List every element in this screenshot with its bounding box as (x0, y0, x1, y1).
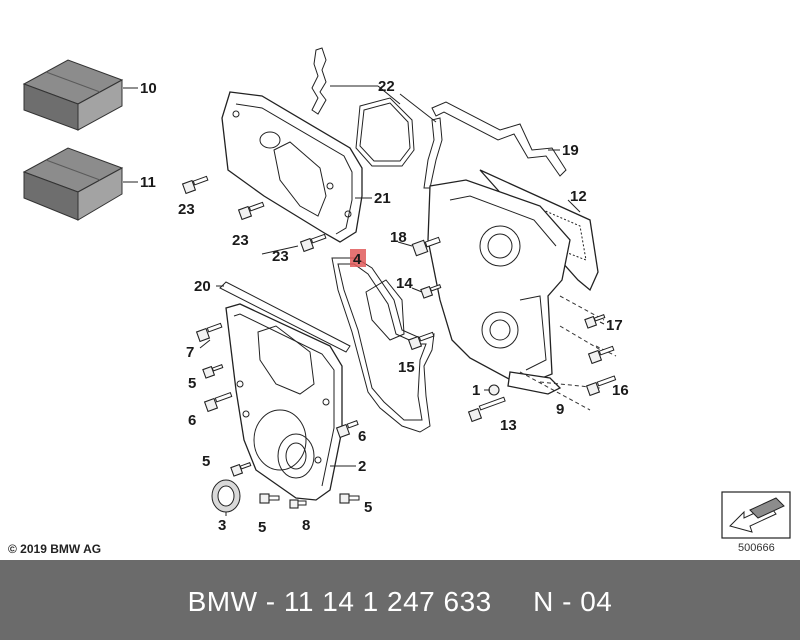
callout-23b: 23 (232, 232, 249, 249)
part-3-seal-ring (211, 479, 241, 513)
callout-14: 14 (396, 275, 413, 292)
bolt-16 (585, 375, 617, 397)
callout-2: 2 (358, 458, 366, 475)
footer-bar: BMW - 11 14 1 247 633 N - 04 (0, 560, 800, 640)
callout-17: 17 (606, 317, 623, 334)
bolt-23c (299, 233, 327, 253)
callout-4-highlight (350, 249, 366, 267)
pin-1 (488, 384, 500, 396)
bolt-5a (202, 364, 224, 379)
image-number: 500666 (738, 542, 775, 554)
bolt-6a (203, 392, 233, 413)
part-10-box (22, 59, 124, 131)
copyright-notice: © 2019 BMW AG (8, 542, 102, 556)
callout-11: 11 (140, 174, 156, 191)
callout-5b: 5 (202, 453, 210, 470)
bolt-5d (339, 493, 360, 504)
bolt-14 (420, 284, 442, 299)
part-19-gasket-strip (431, 101, 567, 177)
callout-8: 8 (302, 517, 310, 534)
bolt-7 (195, 322, 223, 343)
part-20-strip (219, 281, 351, 353)
exploded-parts-diagram: 10 11 22 19 21 12 23 23 23 18 4 14 20 17… (22, 47, 791, 539)
callout-19: 19 (562, 142, 579, 159)
callout-4: 4 (353, 251, 362, 268)
part-21-upper-cover (221, 91, 363, 243)
callout-23a: 23 (178, 201, 195, 218)
callout-20: 20 (194, 278, 211, 295)
callout-5d: 5 (364, 499, 372, 516)
callout-12: 12 (570, 188, 587, 205)
callout-1: 1 (472, 382, 480, 399)
view-orientation-icon (721, 491, 791, 539)
bolt-17b (587, 345, 615, 365)
bolt-5b (230, 462, 252, 477)
callout-6b: 6 (358, 428, 366, 445)
callout-7: 7 (186, 344, 194, 361)
callout-23c: 23 (272, 248, 289, 265)
bolt-23b (237, 201, 265, 221)
callout-5a: 5 (188, 375, 196, 392)
callout-6a: 6 (188, 412, 196, 429)
callout-16: 16 (612, 382, 629, 399)
part-4-gasket (331, 257, 435, 433)
callout-13: 13 (500, 417, 517, 434)
part-11-box (22, 147, 124, 221)
bolt-17 (584, 314, 606, 329)
bolt-18 (411, 236, 441, 257)
callout-9: 9 (556, 401, 564, 418)
callout-22: 22 (378, 78, 395, 95)
bolt-13 (467, 396, 506, 423)
callout-15: 15 (398, 359, 415, 376)
part-2-lower-cover (225, 303, 343, 501)
part-12-front-cover (427, 169, 599, 395)
bolt-8 (289, 499, 307, 509)
callout-10: 10 (140, 80, 157, 97)
bolt-6b (335, 420, 359, 439)
bolt-15 (407, 331, 435, 351)
part-number-label: BMW - 11 14 1 247 633 N - 04 (187, 586, 613, 617)
bolt-23a (181, 175, 209, 195)
callout-18: 18 (390, 229, 407, 246)
bolt-5c (259, 493, 280, 504)
callout-3: 3 (218, 517, 226, 534)
part-22-seals (311, 47, 443, 189)
callout-21: 21 (374, 190, 391, 207)
callout-5c: 5 (258, 519, 266, 536)
